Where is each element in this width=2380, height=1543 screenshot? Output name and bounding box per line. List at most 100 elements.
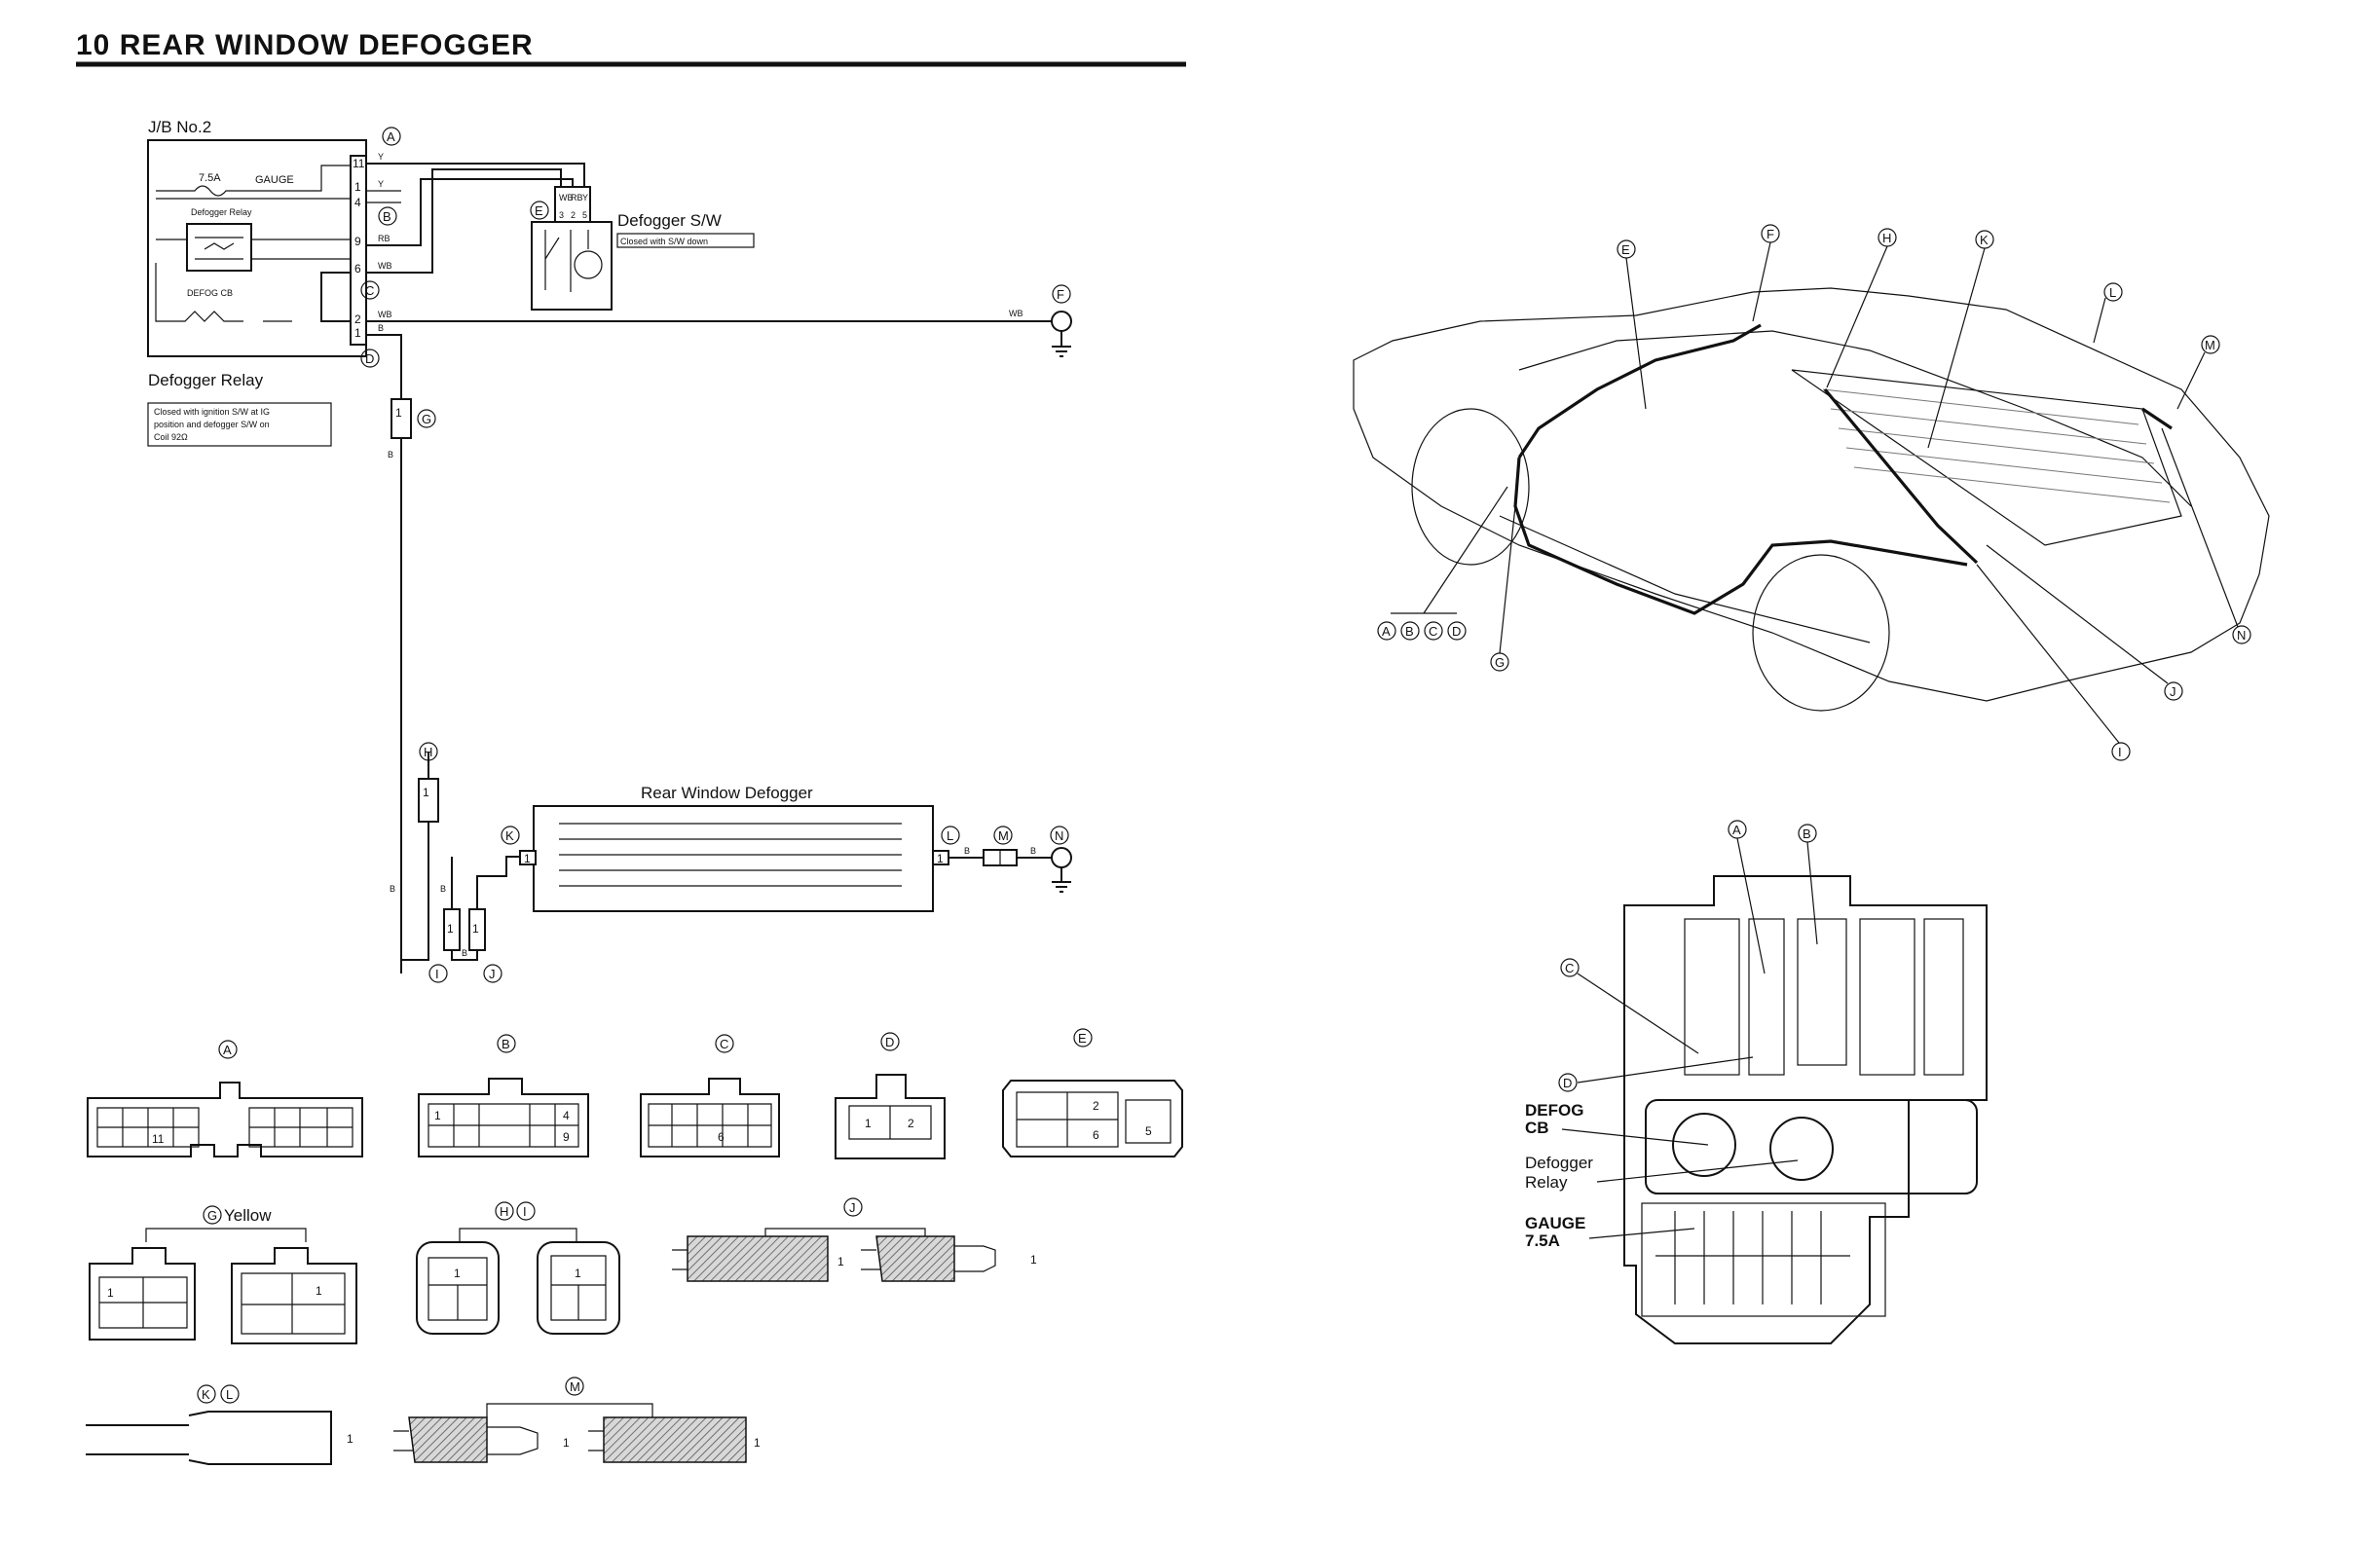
cb-label: DEFOG CB bbox=[187, 288, 233, 298]
marker-g bbox=[417, 409, 436, 428]
conn-a-shell bbox=[87, 1082, 363, 1157]
switch-pin-5: 5 bbox=[582, 210, 587, 220]
marker-d-letter: D bbox=[365, 351, 374, 366]
jb-pin-6: 6 bbox=[354, 262, 361, 276]
conn-c-letter: C bbox=[720, 1037, 728, 1051]
jb-pin-4: 4 bbox=[354, 196, 361, 209]
jb-marker-c bbox=[1560, 958, 1580, 977]
car-marker-n-letter: N bbox=[2237, 628, 2246, 643]
conn-k-marker bbox=[197, 1384, 216, 1404]
indicator-lamp bbox=[574, 250, 603, 279]
conn-d-shell bbox=[835, 1074, 946, 1159]
conn-d-pin-2: 2 bbox=[908, 1117, 914, 1130]
car-leader-k bbox=[1927, 247, 1986, 449]
conn-j-male-pin bbox=[861, 1245, 996, 1272]
conn-b-pin-1: 1 bbox=[434, 1109, 441, 1122]
connector-i-pin: 1 bbox=[447, 922, 454, 936]
relay-leads bbox=[156, 239, 351, 260]
relay-note-line-2: position and defogger S/W on bbox=[154, 420, 270, 429]
conn-m-pin-b: 1 bbox=[754, 1436, 761, 1450]
car-marker-b-letter: B bbox=[1405, 624, 1414, 639]
marker-a bbox=[382, 127, 401, 146]
jb-leader-gauge bbox=[1588, 1228, 1695, 1239]
marker-k-letter: K bbox=[505, 828, 514, 843]
conn-b-marker bbox=[497, 1034, 516, 1053]
conn-m-marker bbox=[565, 1377, 584, 1396]
car-leader-abcd bbox=[1391, 486, 1508, 614]
jb-pin-1b: 1 bbox=[354, 326, 361, 340]
marker-a-letter: A bbox=[387, 129, 395, 144]
marker-c-letter: C bbox=[365, 283, 374, 298]
jb-pin-2: 2 bbox=[354, 312, 361, 326]
car-defogger-lines bbox=[1822, 388, 2171, 503]
conn-g-marker bbox=[203, 1205, 222, 1225]
wire-color-b2: B bbox=[388, 450, 393, 459]
jb-block-1 bbox=[1684, 918, 1740, 1076]
jb-housing bbox=[1623, 875, 1988, 1344]
jb-label-defog: DEFOG bbox=[1525, 1101, 1583, 1120]
jb-marker-b-letter: B bbox=[1803, 827, 1811, 841]
conn-d-letter: D bbox=[885, 1035, 894, 1049]
rear-wheel bbox=[1752, 554, 1890, 712]
conn-i-letter: I bbox=[523, 1204, 527, 1219]
marker-e bbox=[530, 201, 549, 220]
car-marker-k-letter: K bbox=[1980, 233, 1989, 247]
conn-b-pin-9: 9 bbox=[563, 1130, 570, 1144]
car-marker-b bbox=[1400, 621, 1420, 641]
marker-b bbox=[378, 206, 397, 226]
conn-i-marker bbox=[516, 1201, 536, 1221]
conn-g-pin-a: 1 bbox=[107, 1286, 114, 1300]
conn-a-cavities bbox=[96, 1107, 353, 1148]
harness-pillar bbox=[1823, 387, 1979, 565]
conn-e-pin-2: 2 bbox=[1093, 1099, 1099, 1113]
car-leader-i bbox=[1976, 564, 2120, 744]
conn-j-male-body bbox=[875, 1235, 955, 1282]
conn-c-marker bbox=[715, 1034, 734, 1053]
marker-i-letter: I bbox=[435, 967, 439, 981]
conn-g-female-shell bbox=[89, 1247, 196, 1341]
circuit-breaker-symbol bbox=[155, 263, 243, 322]
conn-hi-pin-a: 1 bbox=[454, 1267, 461, 1280]
jb-relay-circle bbox=[1769, 1117, 1834, 1181]
marker-j-letter: J bbox=[489, 967, 496, 981]
jb-label: J/B No.2 bbox=[148, 118, 211, 136]
car-leader-f bbox=[1752, 241, 1771, 322]
ground-symbol-f bbox=[1052, 331, 1071, 357]
conn-l-letter: L bbox=[226, 1387, 233, 1402]
conn-e-letter: E bbox=[1078, 1031, 1087, 1046]
junction-block-outline bbox=[147, 139, 367, 357]
rear-hatch-glass bbox=[1791, 369, 2182, 546]
connector-k-symbol bbox=[519, 850, 537, 865]
marker-f-letter: F bbox=[1057, 287, 1064, 302]
car-marker-m bbox=[2201, 335, 2220, 354]
marker-b-letter: B bbox=[383, 209, 391, 224]
jb-leader-b bbox=[1806, 841, 1818, 945]
car-marker-l-letter: L bbox=[2109, 285, 2116, 300]
car-marker-d-letter: D bbox=[1452, 624, 1461, 639]
car-marker-c bbox=[1424, 621, 1443, 641]
car-marker-d bbox=[1447, 621, 1467, 641]
jb-marker-d-letter: D bbox=[1563, 1076, 1572, 1090]
wire-rb bbox=[366, 178, 574, 246]
car-leader-e bbox=[1625, 257, 1647, 410]
junction-block-view: A B C D DEFOG CB Defogger Relay GAUGE 7.… bbox=[1525, 820, 1988, 1344]
car-marker-j-letter: J bbox=[2170, 684, 2176, 699]
conn-c-cavities bbox=[648, 1103, 772, 1148]
conn-a-marker bbox=[218, 1040, 238, 1059]
wire-color-b5: B bbox=[462, 948, 467, 958]
wire-color-y2: Y bbox=[378, 179, 384, 189]
relay-caption: Defogger Relay bbox=[148, 371, 264, 389]
fuse-rating: 7.5A bbox=[199, 172, 221, 184]
marker-j bbox=[483, 964, 502, 983]
wire-color-wb2: WB bbox=[378, 310, 392, 319]
ground-point-f bbox=[1051, 311, 1072, 332]
connector-h-pin: 1 bbox=[423, 786, 429, 799]
jb-block-5 bbox=[1923, 918, 1964, 1076]
jb-leader-d bbox=[1577, 1056, 1754, 1084]
conn-g-caption: Yellow bbox=[224, 1206, 272, 1225]
switch-note: Closed with S/W down bbox=[620, 237, 708, 246]
conn-j-pin-b: 1 bbox=[1030, 1253, 1037, 1267]
conn-hi-pin-b: 1 bbox=[575, 1267, 581, 1280]
conn-g-pair-bracket bbox=[145, 1228, 307, 1242]
jb-leader-cb bbox=[1561, 1128, 1709, 1146]
